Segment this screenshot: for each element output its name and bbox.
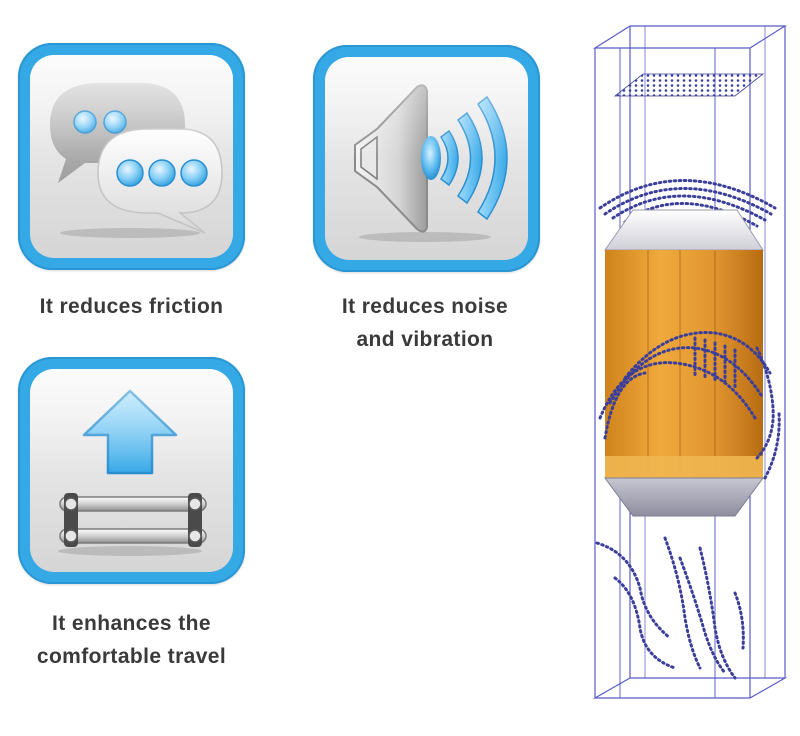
car-top-cap: [604, 209, 764, 251]
ceiling-diffuser-mesh: [613, 73, 765, 97]
airflow-around-car: [598, 331, 781, 480]
noise-feature-tile: [313, 45, 540, 272]
tile-background: [30, 369, 233, 572]
lift-arrow-rails-icon: [58, 389, 207, 556]
elevator-airflow-simulation-icon: [592, 25, 788, 699]
tile-background: [30, 55, 233, 258]
tile-background: [325, 57, 528, 260]
airflow-below-car: [595, 536, 745, 680]
speaker-sound-icon: [354, 84, 508, 242]
travel-feature-tile: [18, 357, 245, 584]
friction-feature-tile: [18, 43, 245, 270]
friction-caption: It reduces friction: [39, 295, 224, 318]
car-bottom-cap: [604, 477, 764, 517]
chat-bubbles-icon: [50, 83, 223, 238]
travel-caption: It enhances the comfortable travel: [36, 612, 227, 668]
noise-caption: It reduces noise and vibration: [341, 295, 509, 351]
